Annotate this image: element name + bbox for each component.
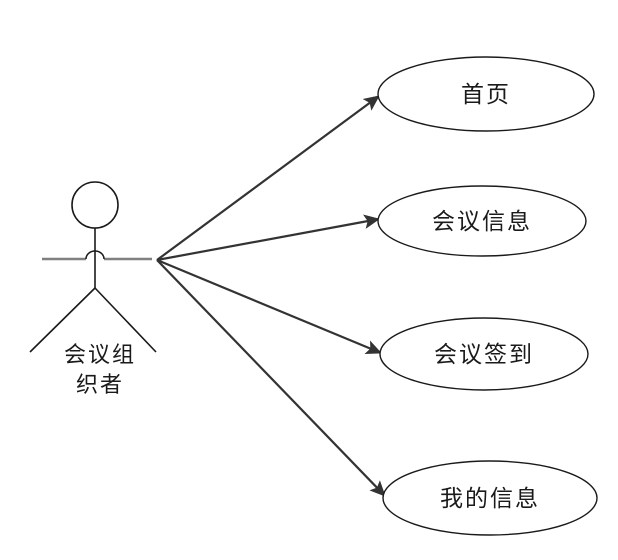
use-case-ellipse-meeting-checkin[interactable] xyxy=(379,317,589,391)
actor-head-icon xyxy=(71,181,119,229)
actor-meeting-organizer[interactable]: 会议组 织者 xyxy=(29,181,157,398)
association-lines xyxy=(156,95,386,497)
actor-label-line-1: 会议组 xyxy=(64,343,136,368)
actor-left-leg xyxy=(29,287,96,353)
actor-label-line-2: 织者 xyxy=(76,373,124,398)
association-actor-to-my-info[interactable] xyxy=(156,259,386,497)
use-case-label-meeting-info: 会议信息 xyxy=(432,209,532,235)
use-case-my-info[interactable]: 我的信息 xyxy=(382,460,598,536)
use-case-label-my-info: 我的信息 xyxy=(440,486,540,512)
actor-shoulder-arc xyxy=(85,250,105,260)
use-case-label-home: 首页 xyxy=(461,82,511,108)
use-case-ellipse-my-info[interactable] xyxy=(382,460,598,536)
use-case-label-meeting-checkin: 会议签到 xyxy=(434,342,534,368)
association-actor-to-home[interactable] xyxy=(156,95,380,261)
actor-right-leg xyxy=(94,287,157,353)
use-case-home[interactable]: 首页 xyxy=(377,56,595,132)
use-case-ellipse-meeting-info[interactable] xyxy=(377,185,587,257)
association-actor-to-meeting-checkin[interactable] xyxy=(156,258,382,355)
use-case-ellipse-home[interactable] xyxy=(377,56,595,132)
use-case-meeting-info[interactable]: 会议信息 xyxy=(377,185,587,257)
association-actor-to-meeting-info[interactable] xyxy=(156,214,380,262)
use-case-meeting-checkin[interactable]: 会议签到 xyxy=(379,317,589,391)
